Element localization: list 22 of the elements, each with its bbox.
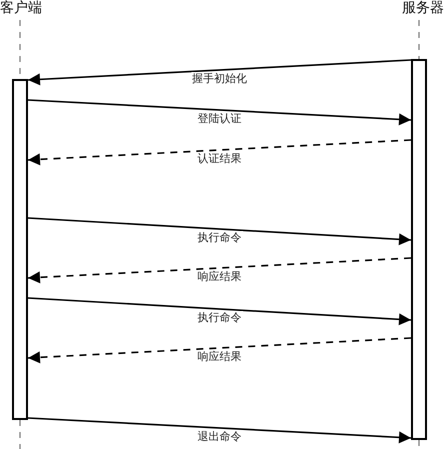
message-arrow bbox=[28, 417, 412, 444]
message-arrow bbox=[28, 257, 412, 284]
message-arrow bbox=[28, 217, 412, 246]
lifeline bbox=[418, 20, 420, 60]
edge-label: 登陆认证 bbox=[196, 112, 242, 125]
edge-label: 响应结果 bbox=[196, 350, 242, 363]
edge-label: 退出命令 bbox=[196, 430, 242, 443]
edge-label: 认证结果 bbox=[196, 152, 242, 165]
lifeline bbox=[418, 440, 420, 449]
message-arrow bbox=[28, 337, 412, 364]
edge-label: 握手初始化 bbox=[191, 72, 248, 85]
edge-label: 响应结果 bbox=[196, 270, 242, 283]
activation-bar bbox=[12, 79, 28, 420]
participant-label: 客户端 bbox=[0, 0, 42, 16]
participant-label: 服务器 bbox=[402, 0, 444, 16]
message-arrow bbox=[28, 139, 412, 166]
edge-label: 执行命令 bbox=[196, 231, 242, 244]
message-arrow bbox=[28, 59, 412, 86]
message-arrow bbox=[28, 297, 412, 326]
edge-label: 执行命令 bbox=[196, 311, 242, 324]
message-arrow bbox=[28, 99, 412, 126]
activation-bar bbox=[411, 59, 427, 440]
